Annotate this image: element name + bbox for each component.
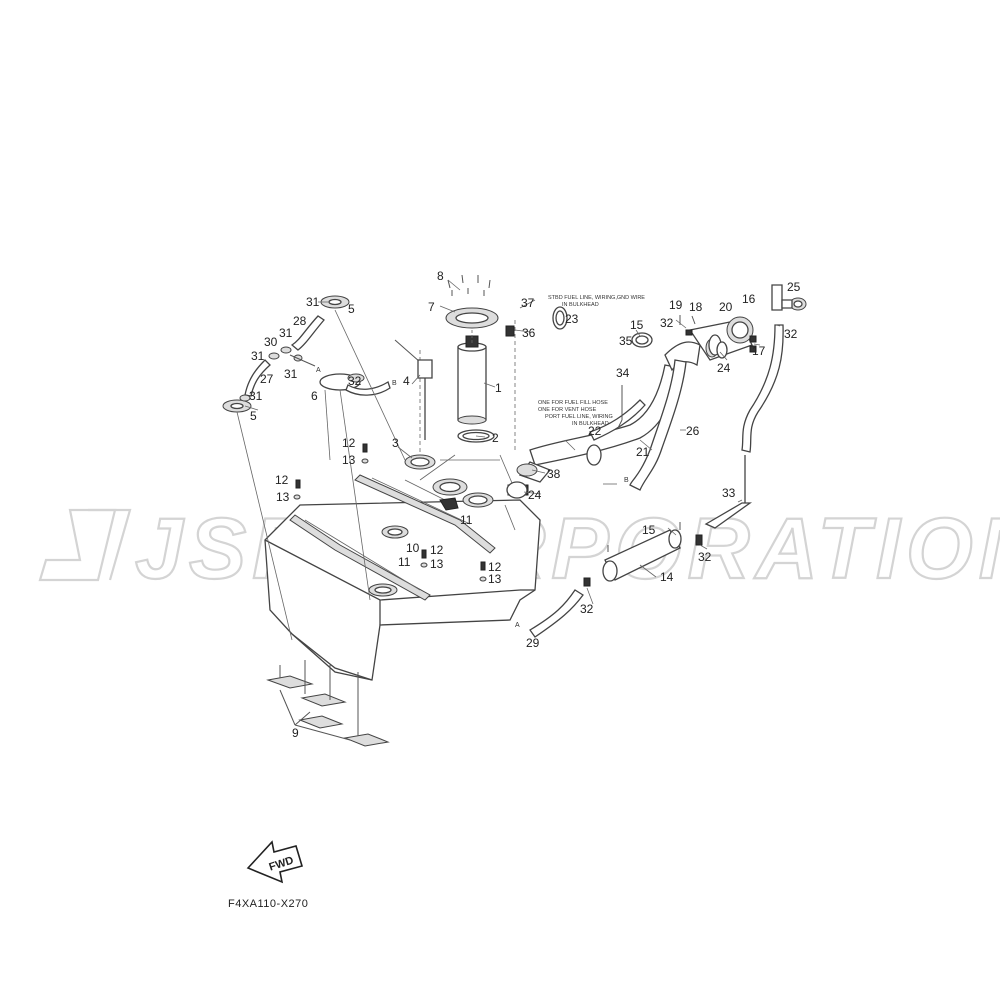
connector-a-right: A xyxy=(515,622,520,629)
callout-22: 22 xyxy=(588,424,602,438)
callout-11-bottom: 11 xyxy=(398,555,411,569)
callout-5-bottom: 5 xyxy=(250,409,257,423)
callout-7: 7 xyxy=(428,300,435,314)
note-22-line-4: IN BULKHEAD xyxy=(572,421,609,427)
callout-12-d: 12 xyxy=(488,560,502,574)
callout-29: 29 xyxy=(526,636,540,650)
callout-30: 30 xyxy=(264,335,278,349)
callout-20: 20 xyxy=(719,300,733,314)
callout-31-e: 31 xyxy=(249,389,263,403)
callout-12-a: 12 xyxy=(342,436,356,450)
rubber-pads xyxy=(266,660,390,747)
fuel-level-sender xyxy=(394,339,433,440)
note-23-line-2: IN BULKHEAD xyxy=(562,302,599,308)
callout-13-a: 13 xyxy=(342,453,356,467)
callout-9: 9 xyxy=(292,726,299,740)
callout-8: 8 xyxy=(437,269,444,283)
callout-16: 16 xyxy=(742,292,756,306)
callout-3: 3 xyxy=(392,436,399,450)
callouts: 1 2 3 4 5 5 6 7 8 9 10 11 11 12 12 12 12… xyxy=(249,269,801,740)
fuel-pump-assembly xyxy=(419,274,516,491)
callout-14: 14 xyxy=(660,570,674,584)
note-23-line-1: STBD FUEL LINE, WIRING,GND WIRE xyxy=(548,295,645,301)
callout-36: 36 xyxy=(522,326,536,340)
callout-17: 17 xyxy=(752,344,766,358)
watermark-text: JSP CORPORATION xyxy=(135,501,1000,597)
callout-2: 2 xyxy=(492,431,499,445)
fwd-arrow-icon: FWD xyxy=(246,840,304,884)
callout-31-a: 31 xyxy=(306,295,320,309)
callout-12-c: 12 xyxy=(430,543,444,557)
callout-19: 19 xyxy=(669,298,683,312)
callout-26: 26 xyxy=(686,424,700,438)
bulkhead-note-23: STBD FUEL LINE, WIRING,GND WIRE IN BULKH… xyxy=(548,295,645,308)
callout-32-top: 32 xyxy=(660,316,674,330)
callout-28: 28 xyxy=(293,314,307,328)
callout-31-c: 31 xyxy=(251,349,265,363)
note-22-line-1: ONE FOR FUEL FILL HOSE xyxy=(538,400,608,406)
callout-37: 37 xyxy=(521,296,535,310)
left-fitting-hoses xyxy=(222,295,406,641)
callout-32-canister: 32 xyxy=(698,550,712,564)
callout-10: 10 xyxy=(406,541,420,555)
callout-18: 18 xyxy=(689,300,703,314)
callout-13-d: 13 xyxy=(488,572,502,586)
callout-13-c: 13 xyxy=(430,557,444,571)
callout-5-top: 5 xyxy=(348,302,355,316)
callout-32-bottom: 32 xyxy=(580,602,594,616)
callout-13-b: 13 xyxy=(276,490,290,504)
filler-hoses xyxy=(506,284,807,499)
callout-4: 4 xyxy=(403,374,410,388)
leader-lines xyxy=(244,279,781,605)
callout-23: 23 xyxy=(565,312,579,326)
callout-6: 6 xyxy=(311,389,318,403)
callout-27: 27 xyxy=(260,372,274,386)
callout-24-left: 24 xyxy=(528,488,542,502)
callout-1: 1 xyxy=(495,381,502,395)
callout-31-b: 31 xyxy=(279,326,293,340)
note-22-line-3: PORT FUEL LINE, WIRING xyxy=(545,414,613,420)
connector-b-left: B xyxy=(392,380,397,387)
callout-15-top: 15 xyxy=(630,318,644,332)
callout-32-left: 32 xyxy=(348,374,362,388)
callout-12-b: 12 xyxy=(275,473,289,487)
drawing-code: F4XA110-X270 xyxy=(228,898,308,910)
bulkhead-note-22: ONE FOR FUEL FILL HOSE ONE FOR VENT HOSE… xyxy=(538,400,613,427)
callout-38: 38 xyxy=(547,467,561,481)
callout-34: 34 xyxy=(616,366,630,380)
fuel-tank xyxy=(264,454,541,681)
connector-a-left: A xyxy=(316,367,321,374)
callout-11-top: 11 xyxy=(460,513,473,527)
bolts-and-nuts xyxy=(293,443,487,582)
vent-line-canister xyxy=(529,324,784,638)
callout-21: 21 xyxy=(636,445,650,459)
callout-25: 25 xyxy=(787,280,801,294)
callout-33: 33 xyxy=(722,486,736,500)
callout-32-right: 32 xyxy=(784,327,798,341)
callout-15-bottom: 15 xyxy=(642,523,656,537)
callout-35: 35 xyxy=(619,334,633,348)
connector-b-right: B xyxy=(624,477,629,484)
callout-24-right: 24 xyxy=(717,361,731,375)
callout-31-d: 31 xyxy=(284,367,298,381)
note-22-line-2: ONE FOR VENT HOSE xyxy=(538,407,597,413)
